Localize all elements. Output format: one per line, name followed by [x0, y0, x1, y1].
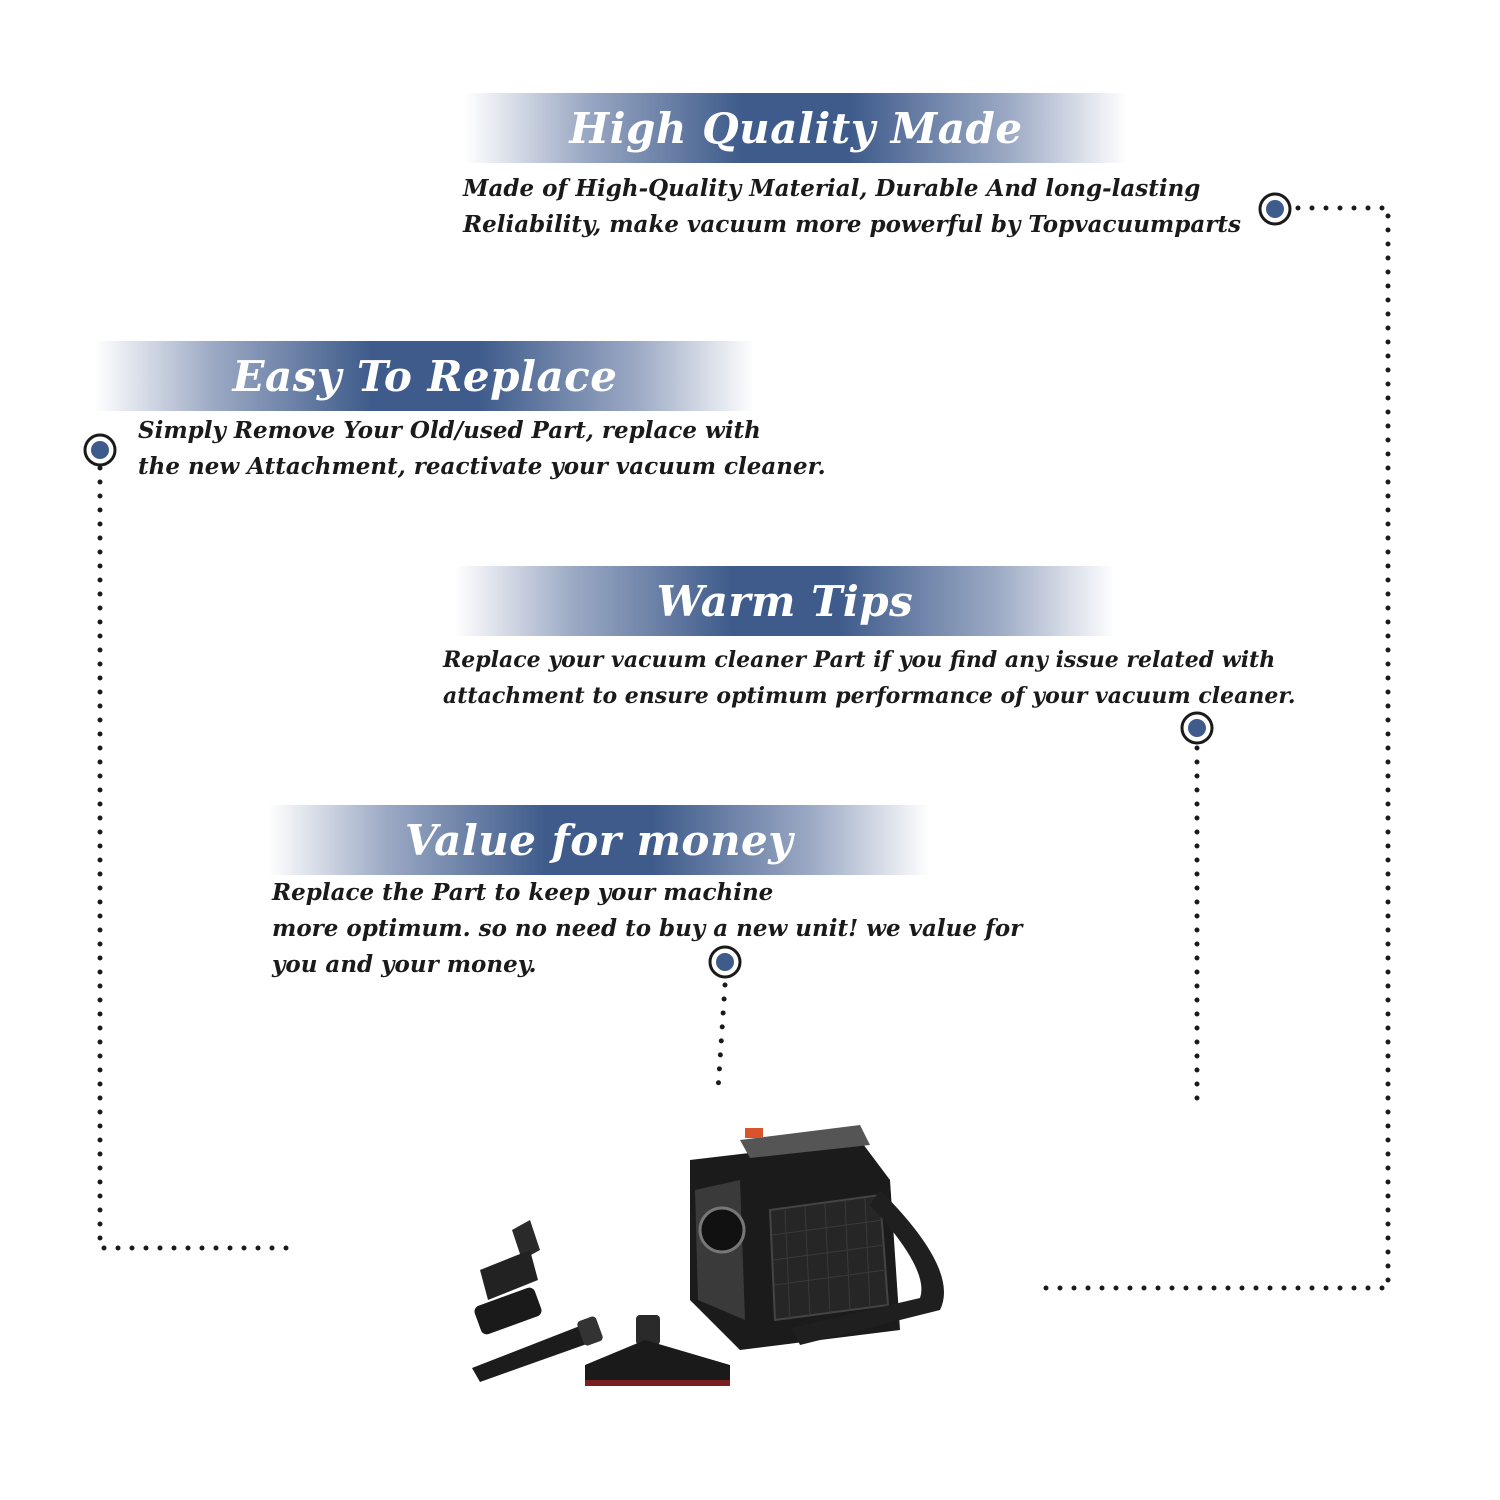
desc-value-money: Replace the Part to keep your machine mo…: [272, 875, 1022, 983]
connector-high-quality: [1035, 205, 1391, 1291]
desc-high-quality: Made of High-Quality Material, Durable A…: [463, 171, 1241, 243]
desc-line: Made of High-Quality Material, Durable A…: [463, 175, 1201, 202]
banner-value-money: Value for money: [268, 805, 930, 875]
desc-line: Simply Remove Your Old/used Part, replac…: [138, 417, 761, 444]
desc-line: more optimum. so no need to buy a new un…: [272, 915, 1023, 942]
section-title: Warm Tips: [656, 576, 914, 626]
desc-easy-replace: Simply Remove Your Old/used Part, replac…: [138, 413, 826, 485]
banner-warm-tips: Warm Tips: [455, 566, 1115, 636]
desc-line: attachment to ensure optimum performance…: [443, 683, 1296, 709]
banner-high-quality: High Quality Made: [465, 93, 1127, 163]
vacuum-product-image: [472, 1125, 944, 1386]
desc-line: the new Attachment, reactivate your vacu…: [138, 453, 826, 480]
marker-warm-tips-icon: [1180, 711, 1214, 745]
desc-line: you and your money.: [272, 951, 537, 978]
crevice-tool-icon: [472, 1316, 603, 1382]
desc-line: Replace your vacuum cleaner Part if you …: [443, 647, 1276, 673]
vacuum-body-icon: [690, 1125, 944, 1350]
desc-warm-tips: Replace your vacuum cleaner Part if you …: [443, 642, 1296, 714]
section-title: High Quality Made: [569, 103, 1023, 153]
marker-value-money-icon: [708, 945, 742, 979]
section-title: Value for money: [404, 815, 794, 865]
marker-high-quality-icon: [1258, 192, 1292, 226]
section-title: Easy To Replace: [232, 351, 618, 401]
connector-easy-replace: [97, 465, 299, 1251]
upholstery-tool-icon: [585, 1315, 730, 1386]
connector-value-money: [715, 982, 728, 1093]
desc-line: Replace the Part to keep your machine: [272, 879, 774, 906]
marker-easy-replace-icon: [83, 433, 117, 467]
desc-line: Reliability, make vacuum more powerful b…: [463, 211, 1241, 238]
dusting-brush-icon: [474, 1220, 542, 1335]
banner-easy-replace: Easy To Replace: [95, 341, 755, 411]
